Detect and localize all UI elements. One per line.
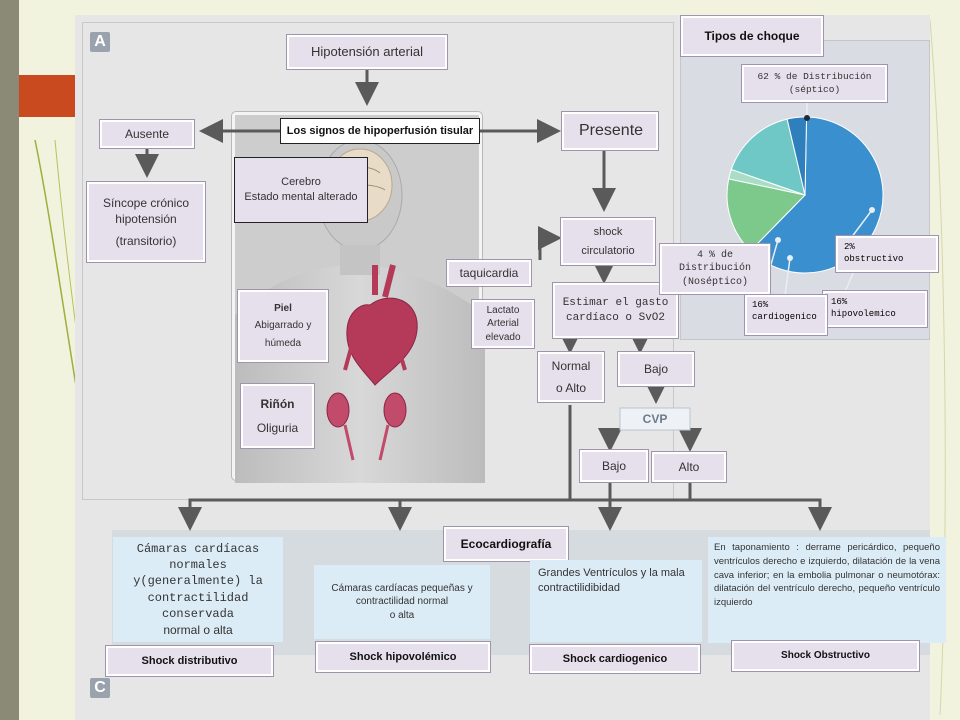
shock-line2: circulatorio: [581, 244, 635, 257]
sincope-line1: Síncope crónico hipotensión: [102, 195, 190, 226]
sincope-line2: (transitorio): [115, 234, 177, 249]
rinon-title: Riñón: [260, 396, 295, 411]
normal-line2: o Alto: [555, 381, 587, 395]
node-sincope: Síncope crónico hipotensión (transitorio…: [87, 182, 205, 262]
node-shock-circulatorio: shock circulatorio: [561, 218, 655, 265]
panel-label-a: A: [90, 32, 110, 52]
node-camaras-pequenas: Cámaras cardíacas pequeñas y contractili…: [314, 565, 490, 639]
pie-label-distributivo: 62 % de Distribución (séptico): [742, 65, 887, 102]
node-normal-alto: Normal o Alto: [538, 352, 604, 402]
panel-label-c: C: [90, 678, 110, 698]
node-piel: Piel Abigarrado y húmeda: [238, 290, 328, 362]
node-cvp-alto: Alto: [652, 452, 726, 482]
node-lactato: Lactato Arterial elevado: [472, 300, 534, 348]
pie-label-noseptico: 4 % de Distribución (Noséptico): [660, 244, 770, 294]
pie-label-cardiogenico: 16% cardiogenico: [745, 295, 827, 335]
shock-cardiogenico-label: Shock cardiogenico: [530, 645, 700, 673]
pie-label-obstructivo-a: 2%: [844, 242, 855, 252]
cerebro-line2: Estado mental alterado: [244, 191, 358, 203]
lactato-line3: elevado: [485, 331, 521, 343]
pie-title: Tipos de choque: [681, 16, 823, 56]
rinon-line1: Oliguria: [256, 421, 299, 435]
pie-leader-distributivo-dot: [804, 115, 810, 121]
pie-label-hipovolemico-b: hipovolemico: [831, 308, 896, 319]
normal-line1: Normal: [551, 358, 591, 373]
pie-leader-noseptico-dot: [775, 237, 781, 243]
camaras-normales-text: Cámaras cardíacas normales y(generalment…: [133, 541, 263, 621]
pie-leader-cardiogenico-dot: [787, 255, 793, 261]
node-ausente: Ausente: [100, 120, 194, 148]
pie-label-hipovolemico-a: 16%: [831, 297, 848, 307]
pie-label-noseptico-a: 4 % de Distribución: [678, 249, 751, 275]
lactato-line1: Lactato: [486, 304, 520, 316]
left-accent-bar: [0, 0, 19, 720]
pie-label-hipovolemico: 16% hipovolemico: [823, 291, 927, 327]
piel-title: Piel: [274, 302, 292, 314]
node-grandes-ventriculos: Grandes Ventrículos y la mala contractil…: [530, 560, 702, 642]
node-rinon: Riñón Oliguria: [241, 384, 314, 448]
red-accent-block: [19, 75, 75, 117]
pie-slice-cardiogenico: [730, 118, 806, 196]
pie-label-noseptico-b: (Noséptico): [681, 276, 748, 288]
camaras-pequenas-suffix: o alta: [389, 609, 415, 621]
node-cvp-bajo: Bajo: [580, 450, 648, 482]
shock-distributivo-label: Shock distributivo: [106, 646, 273, 676]
pie-leader-cardiogenico: [784, 257, 791, 297]
pie-leader-noseptico: [769, 239, 779, 269]
node-hipotension: Hipotensión arterial: [287, 35, 447, 69]
camaras-pequenas-text: Cámaras cardíacas pequeñas y contractili…: [331, 582, 473, 608]
lactato-line2: Arterial: [487, 318, 519, 330]
node-taquicardia: taquicardia: [447, 260, 531, 286]
shock-obstructivo-label: Shock Obstructivo: [732, 641, 919, 671]
pie-label-distributivo-b: (séptico): [788, 83, 841, 95]
node-cerebro: Cerebro Estado mental alterado: [234, 157, 368, 223]
camaras-normales-suffix: normal o alta: [163, 622, 233, 637]
pie-label-obstructivo: 2% obstructivo: [836, 236, 938, 272]
cvp-label: CVP: [642, 411, 668, 426]
pie-leader-obstructivo-dot: [869, 207, 875, 213]
pie-label-cardiogenico-a: 16%: [752, 300, 769, 310]
node-bajo-gasto: Bajo: [618, 352, 694, 386]
pie-slice-distributivo: [749, 116, 884, 274]
shock-line1: shock: [593, 225, 623, 238]
piel-line2: húmeda: [264, 337, 302, 349]
cerebro-line1: Cerebro: [281, 176, 321, 189]
node-ecocardiografia: Ecocardiografía: [444, 527, 568, 561]
shock-hipovolemico-label: Shock hipovolémico: [316, 642, 490, 672]
pie-label-cardiogenico-b: cardiogenico: [752, 311, 817, 322]
node-estimar-gasto: Estimar el gasto cardíaco o SvO2: [553, 283, 678, 338]
pie-label-distributivo-a: 62 % de Distribución: [757, 70, 872, 82]
node-camaras-normales: Cámaras cardíacas normales y(generalment…: [113, 537, 283, 642]
node-presente: Presente: [562, 112, 658, 150]
node-signos-hipoperfusion: Los signos de hipoperfusión tisular: [280, 118, 480, 144]
piel-line1: Abigarrado y: [254, 320, 312, 332]
node-taponamiento: En taponamiento : derrame pericárdico, p…: [708, 537, 946, 643]
pie-label-obstructivo-b: obstructivo: [844, 253, 904, 264]
